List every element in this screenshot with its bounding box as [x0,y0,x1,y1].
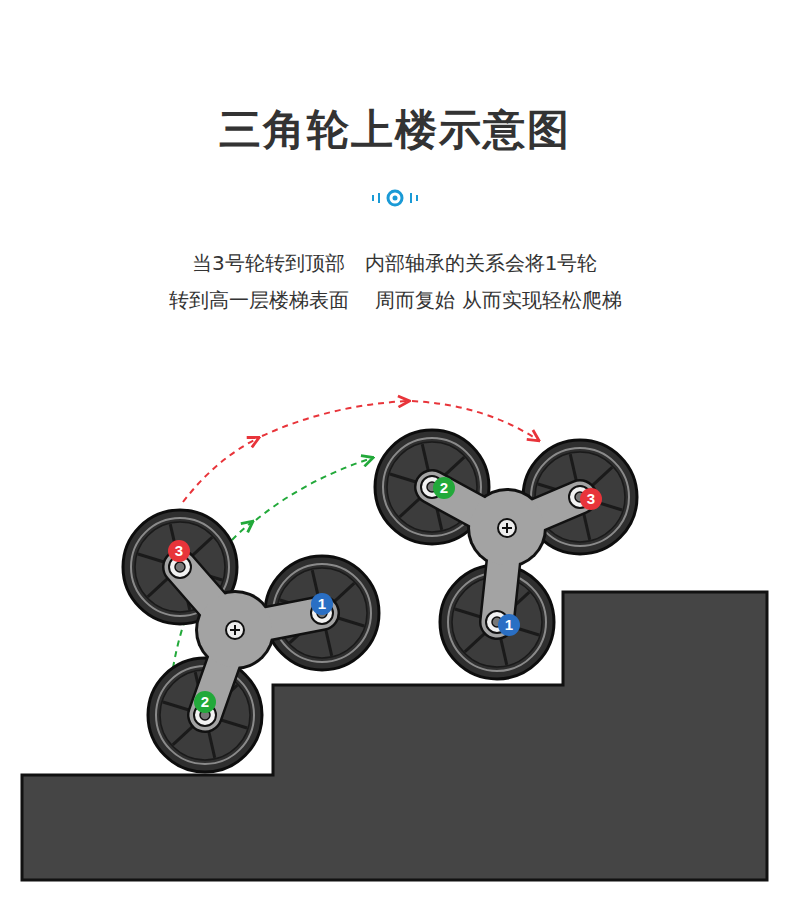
spoke [584,513,590,540]
callout-number: 3 [168,540,190,562]
tri-wheel [375,430,637,679]
spoke [148,578,169,597]
spoke [422,444,428,471]
spoke [138,554,165,562]
callout-number: 2 [194,691,216,713]
red-path [183,438,258,502]
divider-icon [373,191,417,205]
center-screw [226,621,244,639]
spoke [465,633,486,652]
callout-number: 1 [498,614,520,636]
spoke [173,726,194,745]
red-path [262,401,408,436]
green-path [256,458,372,520]
axle-pin [175,562,185,572]
tri-wheel-assemblies [123,430,637,772]
spoke [455,609,482,617]
spoke [163,702,190,710]
stairs [22,592,767,880]
spoke [192,537,213,556]
frame-body [470,491,544,565]
spoke [592,467,613,486]
title: 三角轮上楼示意图 [219,102,571,158]
screw-slot [506,523,508,533]
description-text: 转到高一层楼梯表面 周而复始 从而实现轻松爬梯 [169,287,622,314]
tri-wheel [123,510,379,772]
description-text: 当3号轮转到顶部 内部轴承的关系会将1号轮 [192,250,597,277]
frame-body [198,593,272,667]
spoke [400,498,421,517]
callout-number: 3 [580,488,602,510]
spoke [501,638,507,665]
spoke [337,618,364,626]
center-screw [498,519,516,537]
callout-number: 1 [311,593,333,615]
screw-slot [234,625,236,635]
spoke [220,720,247,728]
spoke [570,454,576,481]
spoke [326,629,332,656]
spoke [209,731,215,758]
spoke [334,583,355,602]
spoke [444,457,465,476]
callout-number: 2 [433,477,455,499]
spoke [390,474,417,482]
